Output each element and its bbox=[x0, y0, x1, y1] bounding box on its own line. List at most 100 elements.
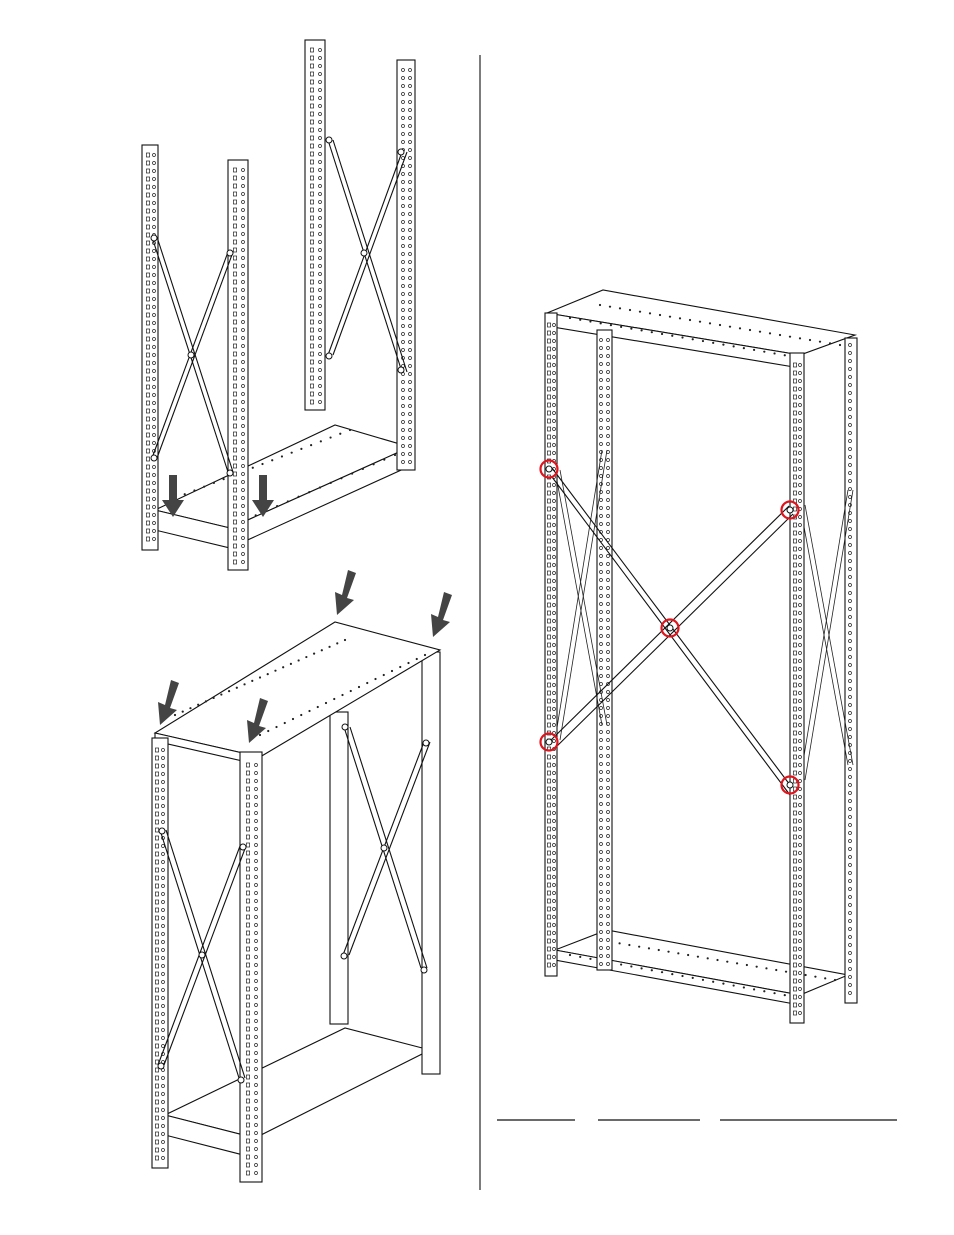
perforation-hole bbox=[692, 338, 694, 340]
perforation-hole bbox=[287, 500, 289, 502]
perforation-hole bbox=[765, 967, 767, 969]
perforation-hole bbox=[756, 966, 758, 968]
perforation-hole bbox=[785, 971, 787, 973]
figure-bottom-shelf bbox=[142, 40, 415, 570]
perforation-hole bbox=[339, 433, 341, 435]
perforation-hole bbox=[589, 958, 591, 960]
perforation-hole bbox=[659, 314, 661, 316]
perforation-hole bbox=[763, 990, 765, 992]
bolt-icon bbox=[381, 845, 387, 851]
perforation-hole bbox=[333, 698, 335, 700]
perforation-hole bbox=[733, 345, 735, 347]
perforation-hole bbox=[340, 477, 342, 479]
perforation-hole bbox=[651, 969, 653, 971]
perforation-hole bbox=[753, 988, 755, 990]
rear-post-right bbox=[397, 60, 415, 470]
perforation-hole bbox=[681, 336, 683, 338]
bolt-icon bbox=[421, 967, 427, 973]
perforation-hole bbox=[374, 678, 376, 680]
perforation-hole bbox=[681, 975, 683, 977]
perforation-hole bbox=[344, 639, 346, 641]
perforation-hole bbox=[213, 697, 215, 699]
perforation-hole bbox=[184, 493, 186, 495]
down-arrow-icon bbox=[431, 592, 452, 637]
perforation-hole bbox=[736, 962, 738, 964]
bolt-icon bbox=[240, 844, 246, 850]
perforation-hole bbox=[308, 491, 310, 493]
perforation-hole bbox=[193, 489, 195, 491]
perforation-hole bbox=[330, 482, 332, 484]
rear-post-left bbox=[597, 330, 612, 970]
perforation-hole bbox=[358, 686, 360, 688]
perforation-hole bbox=[321, 649, 323, 651]
perforation-hole bbox=[274, 670, 276, 672]
perforation-hole bbox=[350, 690, 352, 692]
front-post-right bbox=[790, 353, 804, 1023]
rear-post-left bbox=[305, 40, 325, 410]
perforation-hole bbox=[267, 730, 269, 732]
perforation-hole bbox=[746, 964, 748, 966]
perforation-hole bbox=[784, 994, 786, 996]
perforation-hole bbox=[697, 956, 699, 958]
perforation-hole bbox=[722, 983, 724, 985]
perforation-hole bbox=[424, 654, 426, 656]
perforation-hole bbox=[341, 694, 343, 696]
perforation-hole bbox=[769, 332, 771, 334]
perforation-hole bbox=[362, 468, 364, 470]
perforation-hole bbox=[300, 714, 302, 716]
perforation-hole bbox=[220, 693, 222, 695]
bolt-icon bbox=[159, 828, 165, 834]
bolt-icon bbox=[787, 507, 793, 513]
perforation-hole bbox=[648, 947, 650, 949]
perforation-hole bbox=[407, 662, 409, 664]
perforation-hole bbox=[223, 478, 225, 480]
bolt-icon bbox=[667, 625, 673, 631]
perforation-hole bbox=[726, 961, 728, 963]
bolt-icon bbox=[341, 953, 347, 959]
perforation-hole bbox=[383, 459, 385, 461]
bolt-icon bbox=[546, 739, 552, 745]
perforation-hole bbox=[729, 326, 731, 328]
perforation-hole bbox=[305, 656, 307, 658]
top-shelf-top bbox=[155, 622, 440, 757]
perforation-hole bbox=[712, 342, 714, 344]
perforation-hole bbox=[630, 328, 632, 330]
perforation-hole bbox=[320, 440, 322, 442]
perforation-hole bbox=[255, 514, 257, 516]
bolt-icon bbox=[188, 352, 194, 358]
perforation-hole bbox=[174, 714, 176, 716]
perforation-hole bbox=[687, 954, 689, 956]
perforation-hole bbox=[203, 486, 205, 488]
perforation-hole bbox=[661, 971, 663, 973]
perforation-hole bbox=[281, 455, 283, 457]
perforation-hole bbox=[620, 963, 622, 965]
perforation-hole bbox=[394, 454, 396, 456]
perforation-hole bbox=[271, 459, 273, 461]
perforation-hole bbox=[628, 944, 630, 946]
bolt-icon bbox=[361, 250, 367, 256]
perforation-hole bbox=[284, 722, 286, 724]
perforation-hole bbox=[630, 965, 632, 967]
perforation-hole bbox=[205, 700, 207, 702]
perforation-hole bbox=[819, 341, 821, 343]
perforation-hole bbox=[618, 942, 620, 944]
perforation-hole bbox=[651, 331, 653, 333]
rear-frame bbox=[305, 40, 415, 470]
perforation-hole bbox=[712, 981, 714, 983]
perforation-hole bbox=[805, 974, 807, 976]
perforation-hole bbox=[336, 642, 338, 644]
down-arrow-icon bbox=[158, 680, 179, 725]
perforation-hole bbox=[261, 463, 263, 465]
perforation-hole bbox=[589, 320, 591, 322]
perforation-hole bbox=[298, 659, 300, 661]
perforation-hole bbox=[399, 666, 401, 668]
front-post-right bbox=[240, 752, 262, 1182]
perforation-hole bbox=[834, 979, 836, 981]
perforation-hole bbox=[779, 334, 781, 336]
perforation-hole bbox=[814, 976, 816, 978]
perforation-hole bbox=[743, 347, 745, 349]
perforation-hole bbox=[809, 339, 811, 341]
perforation-hole bbox=[600, 322, 602, 324]
